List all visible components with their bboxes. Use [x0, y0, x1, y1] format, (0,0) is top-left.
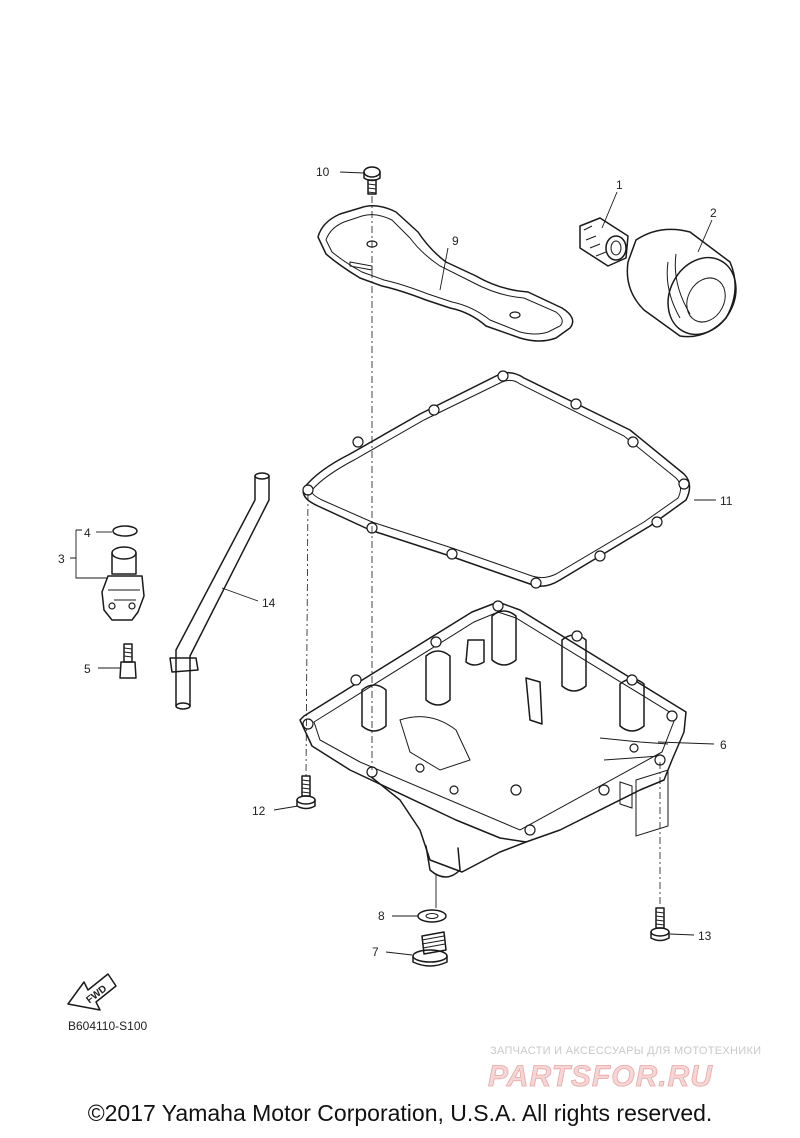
- callout-1: 1: [616, 178, 623, 192]
- watermark-tagline: ЗАПЧАСТИ И АКСЕССУАРЫ ДЛЯ МОТОТЕХНИКИ: [490, 1045, 761, 1057]
- callout-7: 7: [372, 945, 379, 959]
- alignment-lines: [305, 196, 661, 908]
- part-6-plate: [635, 769, 669, 837]
- watermark: ЗАПЧАСТИ И АКСЕССУАРЫ ДЛЯ МОТОТЕХНИКИ PA…: [488, 1045, 761, 1093]
- part-14-tube: [169, 472, 270, 710]
- part-2-oil-filter: [626, 228, 737, 338]
- part-13-bolt: [650, 907, 670, 942]
- part-12-bolt: [296, 775, 316, 810]
- part-11-gasket: [302, 370, 691, 589]
- part-7-drain-bolt: [412, 931, 448, 967]
- callout-6: 6: [720, 738, 727, 752]
- part-9-baffle-plate: [317, 205, 574, 342]
- callout-11: 11: [720, 494, 733, 508]
- callout-12: 12: [252, 804, 266, 818]
- callout-labels: 10 1 2 9 11 4 3 14 5 6 12 8 13 7: [58, 165, 733, 959]
- copyright-notice: ©2017 Yamaha Motor Corporation, U.S.A. A…: [87, 1100, 713, 1126]
- part-5-bolt: [119, 643, 137, 679]
- callout-8: 8: [378, 909, 385, 923]
- callout-4: 4: [84, 526, 91, 540]
- callout-3: 3: [58, 552, 65, 566]
- fwd-arrow: FWD: [67, 973, 117, 1011]
- callout-13: 13: [698, 929, 712, 943]
- part-10-bolt: [363, 166, 381, 195]
- watermark-logo: PARTSFOR.RU: [488, 1060, 713, 1093]
- leader-lines: [70, 171, 716, 956]
- part-3-switch-assembly: [101, 525, 145, 621]
- callout-9: 9: [452, 234, 459, 248]
- oil-pan-body: [299, 600, 687, 878]
- callout-2: 2: [710, 206, 717, 220]
- callout-10: 10: [316, 165, 330, 179]
- drawing-code: B604110-S100: [68, 1019, 148, 1033]
- callout-14: 14: [262, 596, 276, 610]
- part-8-washer: [417, 909, 447, 923]
- callout-5: 5: [84, 662, 91, 676]
- part-1-fitting: [579, 217, 629, 267]
